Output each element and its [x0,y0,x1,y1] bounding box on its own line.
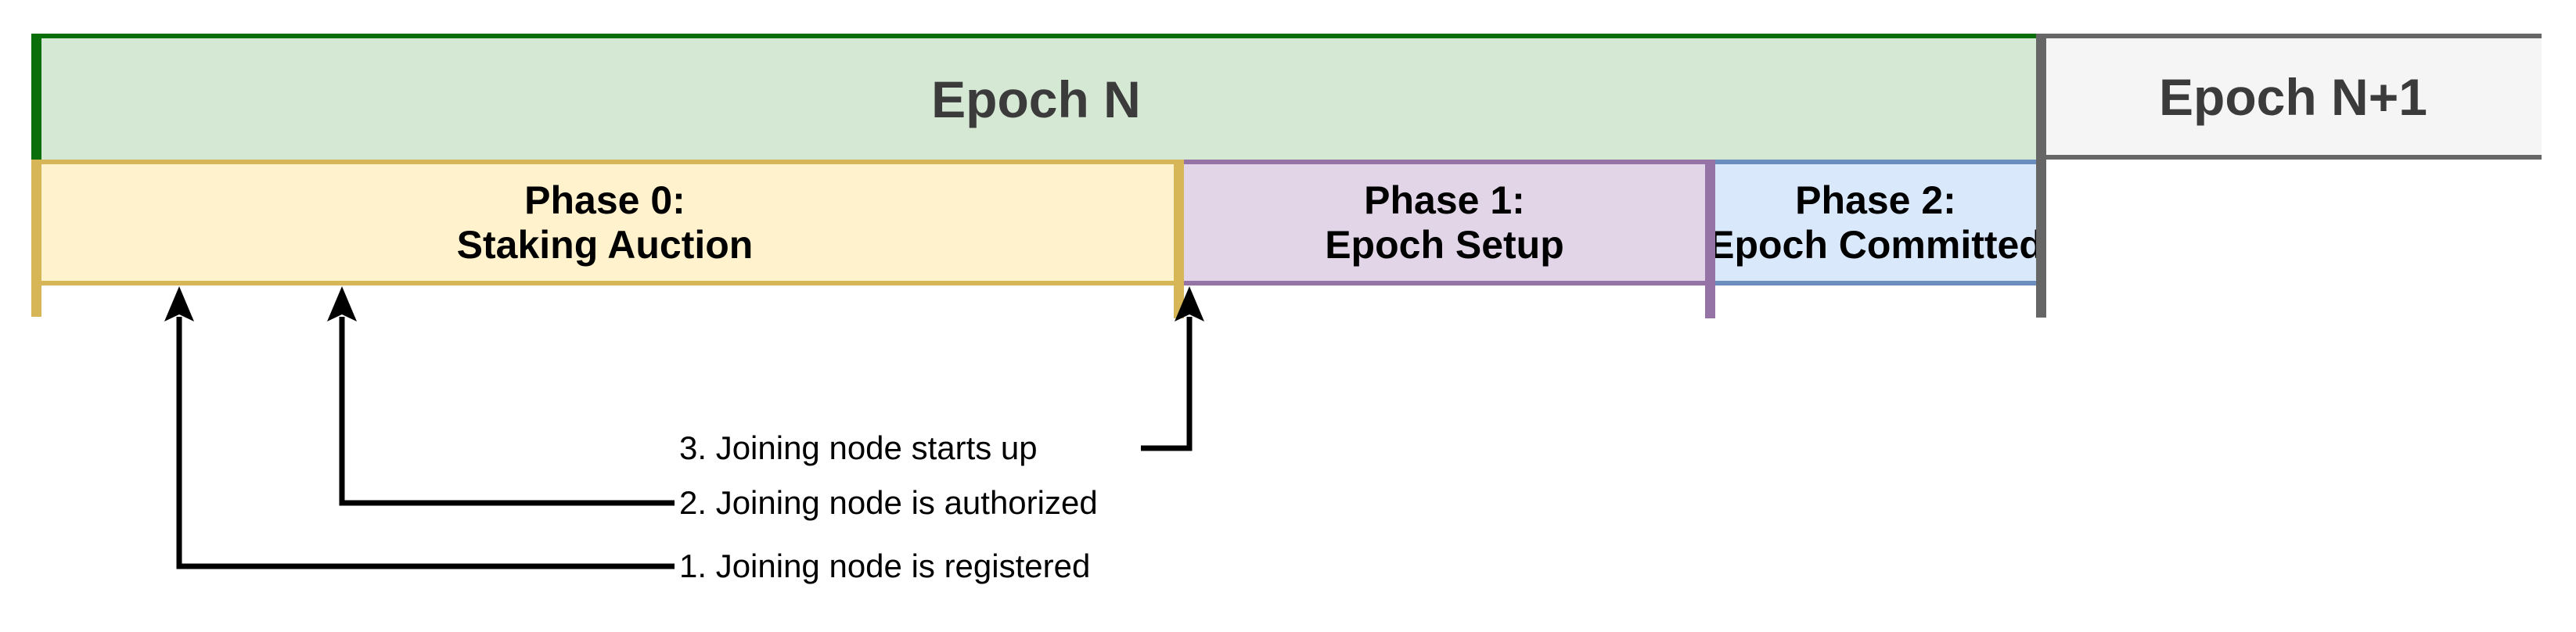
annotation-node-registered: 1. Joining node is registered [679,548,1091,584]
phase-0-label-line2: Staking Auction [456,222,754,267]
phase-0-staking-auction-box: Phase 0: Staking Auction [36,160,1174,285]
phase-1-epoch-setup-box: Phase 1: Epoch Setup [1184,160,1705,285]
phase-1-label: Phase 1: Epoch Setup [1325,178,1564,268]
epoch-n-box: Epoch N [36,34,2036,160]
phase-1-label-line1: Phase 1: [1364,178,1525,222]
phase-0-label: Phase 0: Staking Auction [457,178,754,268]
phase-0-label-line1: Phase 0: [524,178,685,222]
phase-1-label-line2: Epoch Setup [1325,222,1564,267]
epoch-n-plus-1-label: Epoch N+1 [2159,67,2427,126]
phase-0-start-marker [31,160,41,317]
arrow-registered [164,286,675,569]
epoch-n-start-marker [31,34,41,160]
epoch-boundary-divider [2036,34,2046,318]
arrow-authorized [327,286,675,506]
annotation-node-starts-up: 3. Joining node starts up [679,429,1038,466]
annotation-node-authorized: 2. Joining node is authorized [679,484,1098,521]
epoch-n-plus-1-box: Epoch N+1 [2045,34,2542,160]
epoch-n-label: Epoch N [931,70,1141,128]
phase-2-label-line2: Epoch Committed [1708,222,2043,267]
phase-2-epoch-committed-box: Phase 2: Epoch Committed [1708,160,2043,285]
arrow-registered-head [164,286,194,321]
arrow-authorized-head [327,286,357,321]
phase-2-label: Phase 2: Epoch Committed [1708,178,2043,268]
phase-1-end-marker [1705,160,1715,318]
phase-2-label-line1: Phase 2: [1795,178,1956,222]
arrow-starts-up [1141,286,1204,451]
phase-0-end-marker [1174,160,1184,318]
